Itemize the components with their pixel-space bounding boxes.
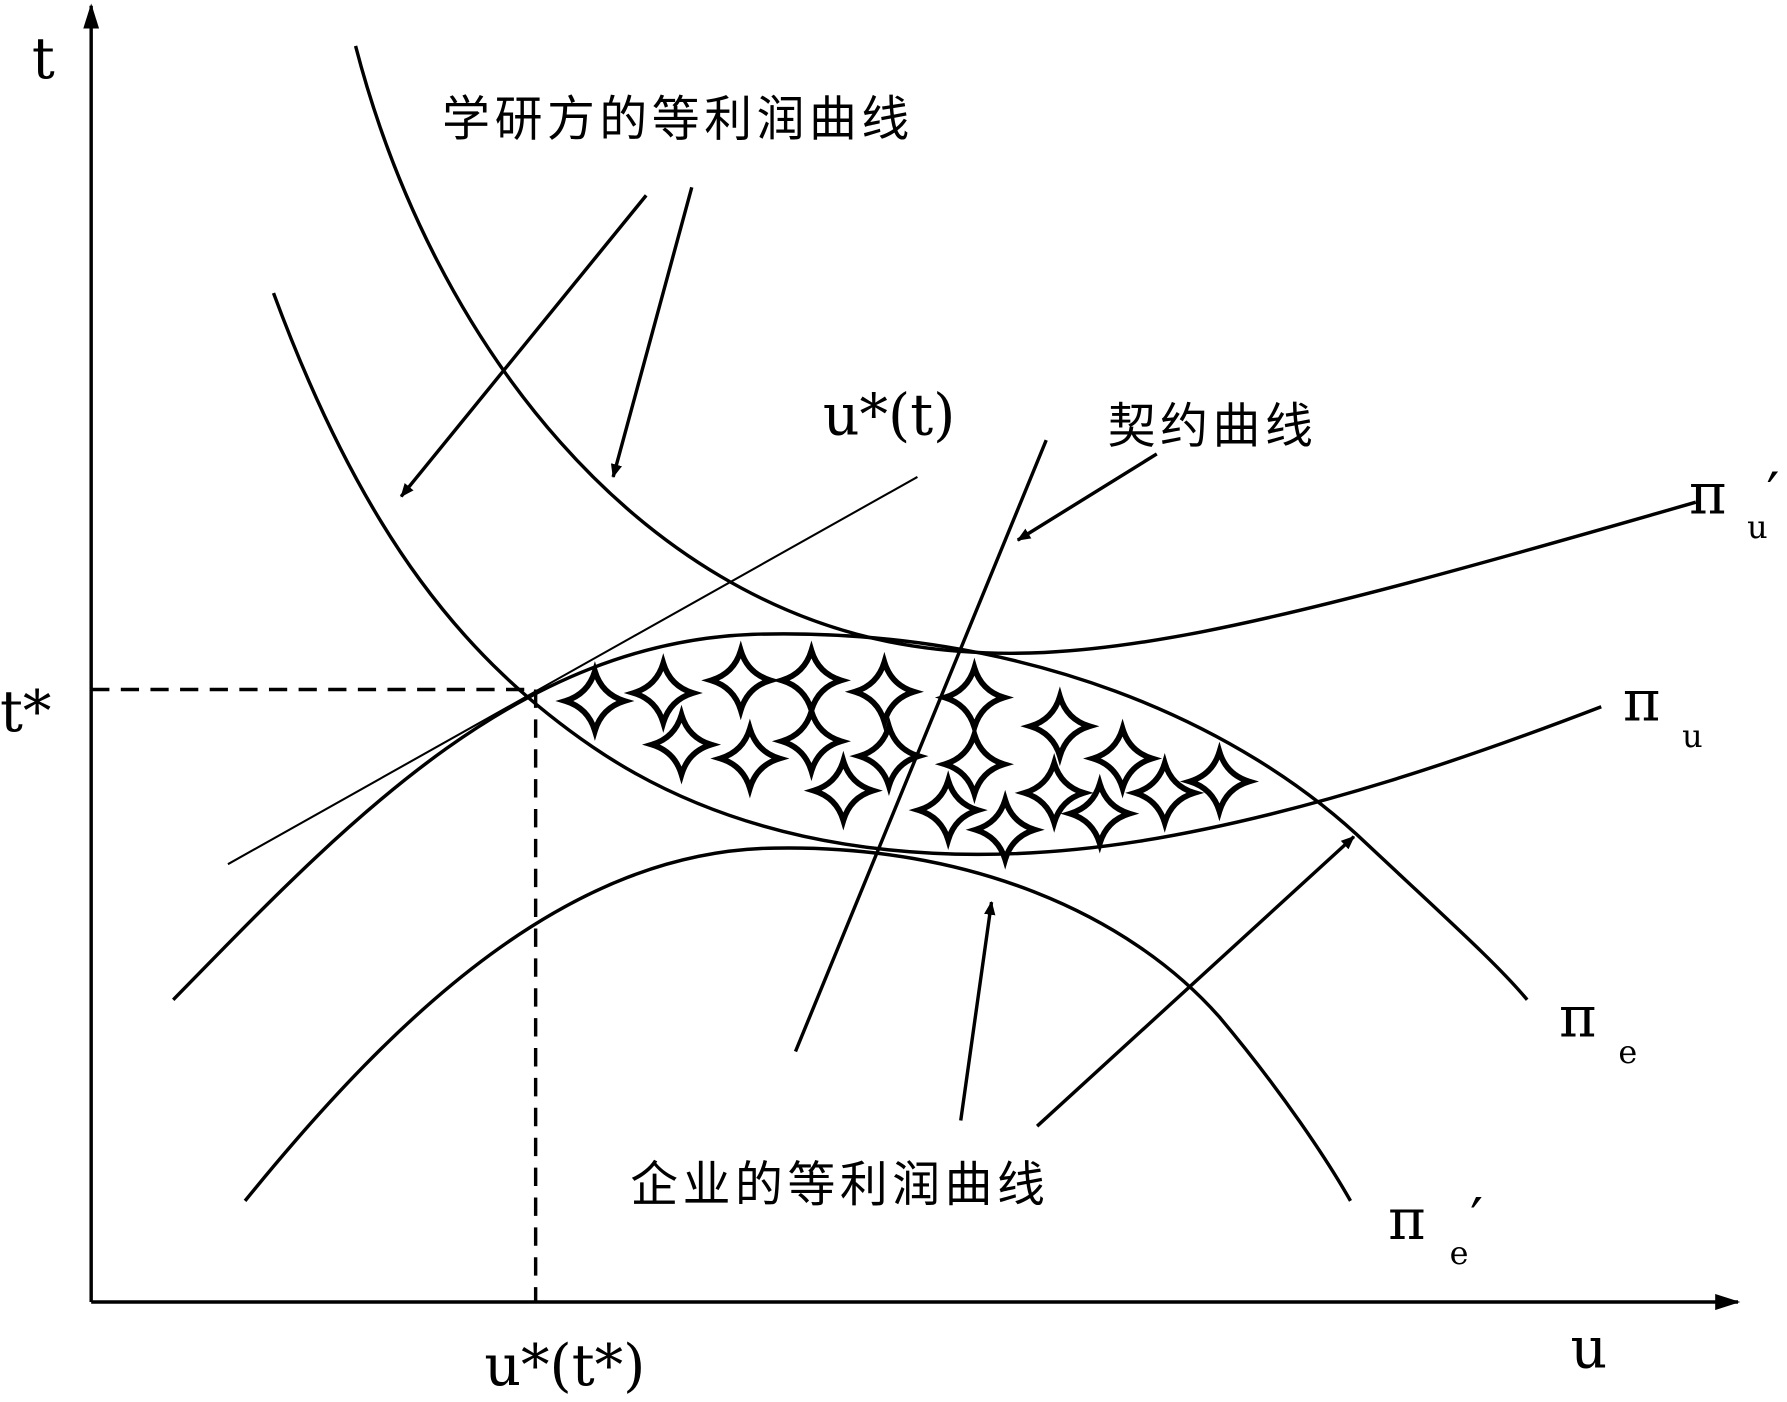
pi-symbol: π (1559, 984, 1596, 1050)
star-mark (1125, 753, 1205, 833)
best-response-line (227, 476, 918, 866)
curve-pi-u (271, 292, 1602, 857)
arrow (610, 186, 694, 479)
subscript: u (1682, 717, 1703, 755)
pi-e-prime-label: π e ′ (1388, 1187, 1483, 1273)
star-mark (771, 640, 851, 721)
pi-symbol: π (1689, 461, 1726, 527)
arrow (1035, 835, 1356, 1128)
curve-pi-e-prime (243, 846, 1352, 1202)
star-mark (934, 657, 1014, 738)
u-star-t-star-label: u*(t*) (484, 1333, 645, 1399)
subscript: u (1747, 508, 1768, 546)
pi-u-prime-label: π u ′ (1689, 461, 1779, 545)
star-mark (1020, 686, 1100, 767)
x-axis-label: u (1570, 1315, 1607, 1381)
star-mark (623, 653, 703, 733)
star-mark (1083, 718, 1163, 799)
enterprise-isoprofit-label: 企业的等利润曲线 (630, 1157, 1049, 1213)
star-mark (908, 770, 988, 851)
arrow (959, 900, 996, 1121)
contract-curve-line (793, 439, 1048, 1053)
pi-e-label: π e (1559, 984, 1637, 1071)
arrow (399, 194, 648, 498)
academic-isoprofit-label: 学研方的等利润曲线 (442, 91, 914, 147)
contract-curve-label: 契约曲线 (1108, 398, 1318, 454)
y-axis-label: t (32, 26, 55, 92)
star-mark (701, 640, 781, 721)
pi-u-label: π u (1623, 668, 1703, 755)
arrow (1016, 452, 1158, 542)
subscript: e (1618, 1033, 1637, 1071)
star-mark (1179, 741, 1259, 822)
star-mark (710, 718, 790, 799)
t-star-label: t* (0, 679, 51, 745)
star-mark (771, 701, 851, 782)
star-mark (844, 651, 924, 732)
subscript: e (1450, 1234, 1469, 1272)
prime: ′ (1470, 1187, 1483, 1253)
pi-symbol: π (1623, 668, 1660, 734)
star-mark (803, 750, 883, 831)
best-response-label: u*(t) (823, 382, 956, 448)
pareto-region-stars (555, 640, 1259, 870)
pi-symbol: π (1388, 1187, 1425, 1253)
star-mark (1014, 753, 1094, 833)
star-mark (555, 661, 635, 741)
star-mark (641, 704, 722, 785)
curve-pi-e (172, 632, 1529, 1001)
star-mark (934, 724, 1014, 805)
curve-pi-u-prime (353, 45, 1697, 656)
star-mark (849, 716, 929, 797)
star-mark (965, 789, 1045, 870)
prime: ′ (1766, 461, 1779, 527)
star-mark (1060, 773, 1140, 854)
